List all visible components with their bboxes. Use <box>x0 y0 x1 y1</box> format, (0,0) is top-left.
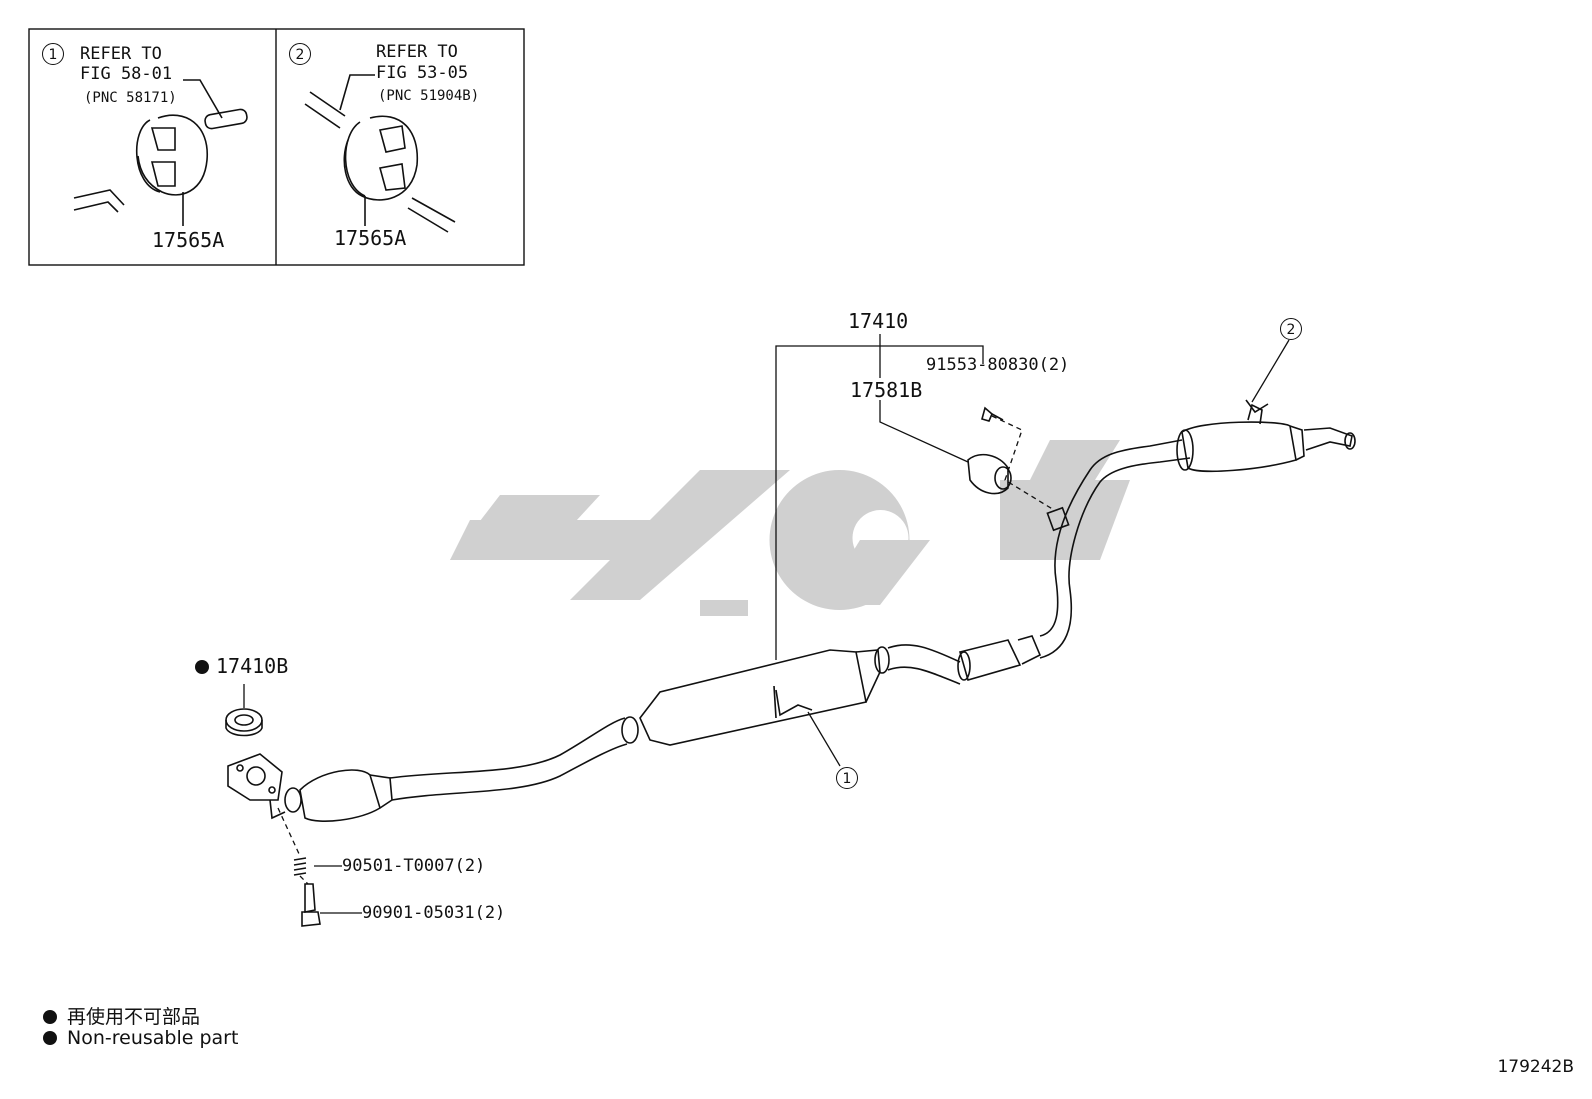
inset-2-part: 17565A <box>334 226 407 250</box>
inset-1-part: 17565A <box>152 228 225 252</box>
main-marker-2: 2 <box>1280 318 1302 340</box>
non-reusable-dot-icon <box>195 660 209 674</box>
exhaust-pipe-drawing <box>227 399 1356 822</box>
inset-2-drawing <box>304 74 456 233</box>
main-marker-1: 1 <box>836 767 858 789</box>
inset-1-refer: REFER TO <box>80 44 162 64</box>
callout-spring: 90501-T0007(2) <box>342 856 486 876</box>
callout-gasket: 17410B <box>216 654 289 678</box>
fastener-drawings <box>225 708 321 927</box>
inset-1-drawing <box>73 79 248 226</box>
callout-bolt-top: 91553-80830(2) <box>926 355 1070 375</box>
callout-hanger: 17581B <box>850 378 923 402</box>
inset-1-pnc: (PNC 58171) <box>84 90 177 106</box>
inset-1-marker: 1 <box>42 43 64 65</box>
leader-lines <box>243 334 1290 914</box>
legend-item-en: Non-reusable part <box>43 1027 238 1049</box>
inset-2-marker: 2 <box>289 43 311 65</box>
rubber-hanger-drawing <box>967 406 1012 495</box>
inset-1-fig: FIG 58-01 <box>80 64 173 84</box>
legend-item-jp: 再使用不可部品 <box>43 1002 200 1029</box>
legend-text-jp: 再使用不可部品 <box>67 1006 201 1028</box>
non-reusable-dot-icon <box>43 1031 57 1045</box>
inset-2-refer: REFER TO <box>376 42 458 62</box>
callout-exhaust-assembly: 17410 <box>848 309 909 333</box>
dashed-lines <box>277 415 1055 885</box>
callout-bolt-bottom: 90901-05031(2) <box>362 903 506 923</box>
inset-2-pnc: (PNC 51904B) <box>378 88 480 104</box>
figure-number: 179242B <box>1497 1057 1574 1077</box>
watermark-logo <box>450 440 1130 616</box>
non-reusable-dot-icon <box>43 1010 57 1024</box>
legend-text-en: Non-reusable part <box>67 1027 239 1049</box>
inset-2-fig: FIG 53-05 <box>376 63 469 83</box>
